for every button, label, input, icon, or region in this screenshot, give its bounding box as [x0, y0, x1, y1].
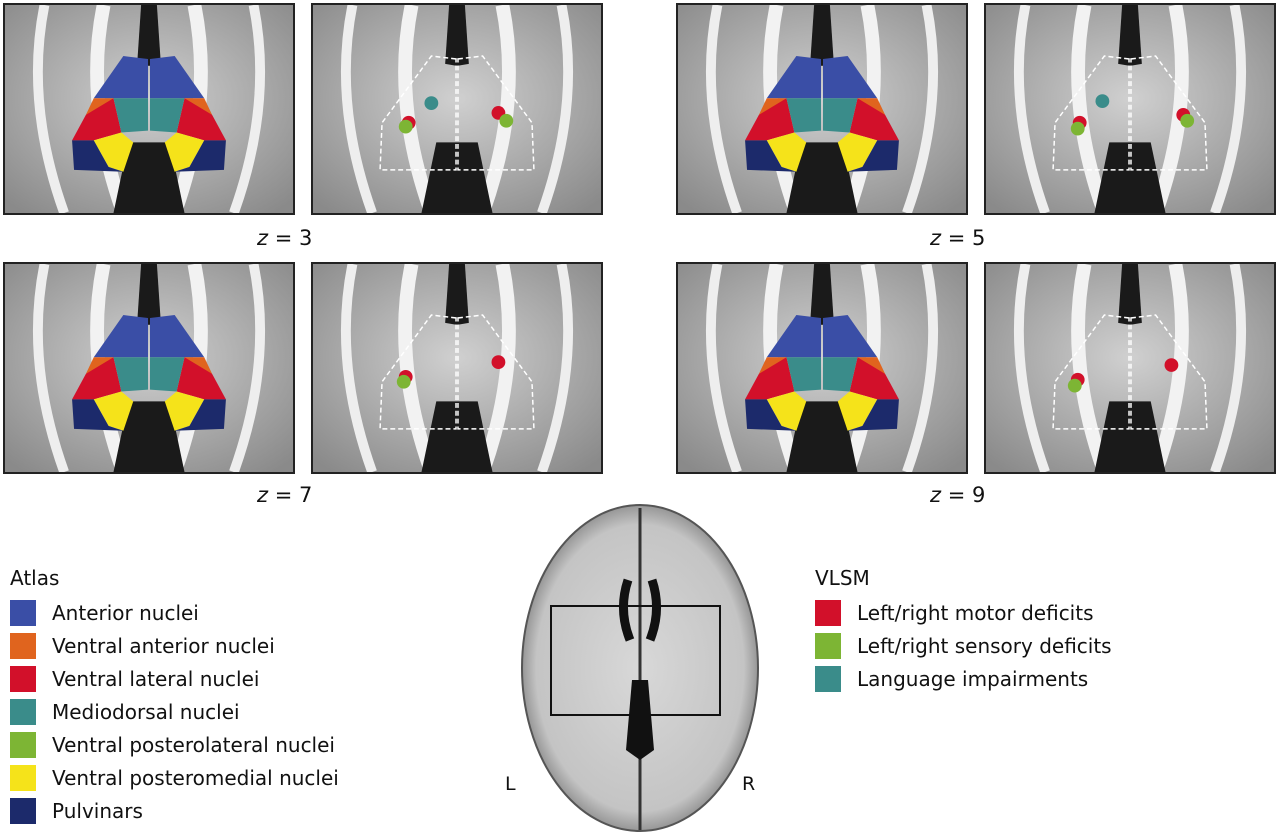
vlsm-cluster [1095, 94, 1110, 109]
vlsm-cluster [396, 374, 411, 389]
atlas-panel-z3 [3, 3, 295, 215]
brain-slice-image [313, 5, 601, 213]
atlas-panel-z7 [3, 262, 295, 474]
legend-item: Ventral anterior nuclei [10, 629, 339, 662]
brain-slice-image [5, 264, 293, 472]
slice-label-z7: z = 7 [257, 483, 313, 507]
legend-item: Anterior nuclei [10, 596, 339, 629]
color-swatch [815, 632, 841, 659]
vlsm-cluster [1067, 378, 1082, 393]
legend-label: Left/right sensory deficits [857, 633, 1112, 658]
vlsm-panel-z3 [311, 3, 603, 215]
slice-label-z3: z = 3 [257, 226, 313, 250]
legend-item: Ventral lateral nuclei [10, 662, 339, 695]
legend-label: Mediodorsal nuclei [52, 699, 240, 724]
legend-label: Anterior nuclei [52, 600, 199, 625]
color-swatch [10, 698, 36, 725]
legend-item: Left/right sensory deficits [815, 629, 1112, 662]
legend-item: Pulvinars [10, 794, 339, 827]
legend-item: Ventral posteromedial nuclei [10, 761, 339, 794]
left-marker: L [505, 773, 516, 795]
brain-slice-image [678, 264, 966, 472]
slice-label-z5: z = 5 [930, 226, 986, 250]
legend-label: Ventral anterior nuclei [52, 633, 275, 658]
legend-label: Ventral lateral nuclei [52, 666, 260, 691]
vlsm-legend-title: VLSM [815, 566, 870, 590]
slice-label-z9: z = 9 [930, 483, 986, 507]
atlas-panel-z5 [676, 3, 968, 215]
legend-item: Mediodorsal nuclei [10, 695, 339, 728]
color-swatch [10, 764, 36, 791]
legend-label: Ventral posterolateral nuclei [52, 732, 335, 757]
vlsm-cluster [499, 113, 514, 128]
vlsm-cluster [1180, 113, 1195, 128]
vlsm-cluster [1164, 358, 1179, 372]
legend-label: Ventral posteromedial nuclei [52, 765, 339, 790]
legend-item: Ventral posterolateral nuclei [10, 728, 339, 761]
vlsm-cluster [398, 119, 413, 134]
region-of-interest-box [550, 605, 721, 716]
axial-brain-overview [521, 504, 759, 832]
color-swatch [10, 632, 36, 659]
right-marker: R [742, 773, 756, 795]
color-swatch [815, 665, 841, 692]
atlas-panel-z9 [676, 262, 968, 474]
atlas-legend-title: Atlas [10, 566, 60, 590]
vlsm-cluster [1070, 121, 1085, 136]
color-swatch [10, 797, 36, 824]
vlsm-panel-z9 [984, 262, 1276, 474]
brain-slice-image [678, 5, 966, 213]
vlsm-cluster [491, 355, 506, 369]
color-swatch [10, 599, 36, 626]
legend-item: Language impairments [815, 662, 1112, 695]
vlsm-panel-z5 [984, 3, 1276, 215]
brain-slice-image [313, 264, 601, 472]
brain-slice-image [986, 5, 1274, 213]
legend-label: Left/right motor deficits [857, 600, 1094, 625]
brain-slice-image [5, 5, 293, 213]
legend-label: Language impairments [857, 666, 1089, 691]
legend-label: Pulvinars [52, 798, 143, 823]
color-swatch [815, 599, 841, 626]
color-swatch [10, 731, 36, 758]
color-swatch [10, 665, 36, 692]
brain-slice-image [986, 264, 1274, 472]
legend-item: Left/right motor deficits [815, 596, 1112, 629]
vlsm-panel-z7 [311, 262, 603, 474]
vlsm-cluster [424, 96, 439, 110]
